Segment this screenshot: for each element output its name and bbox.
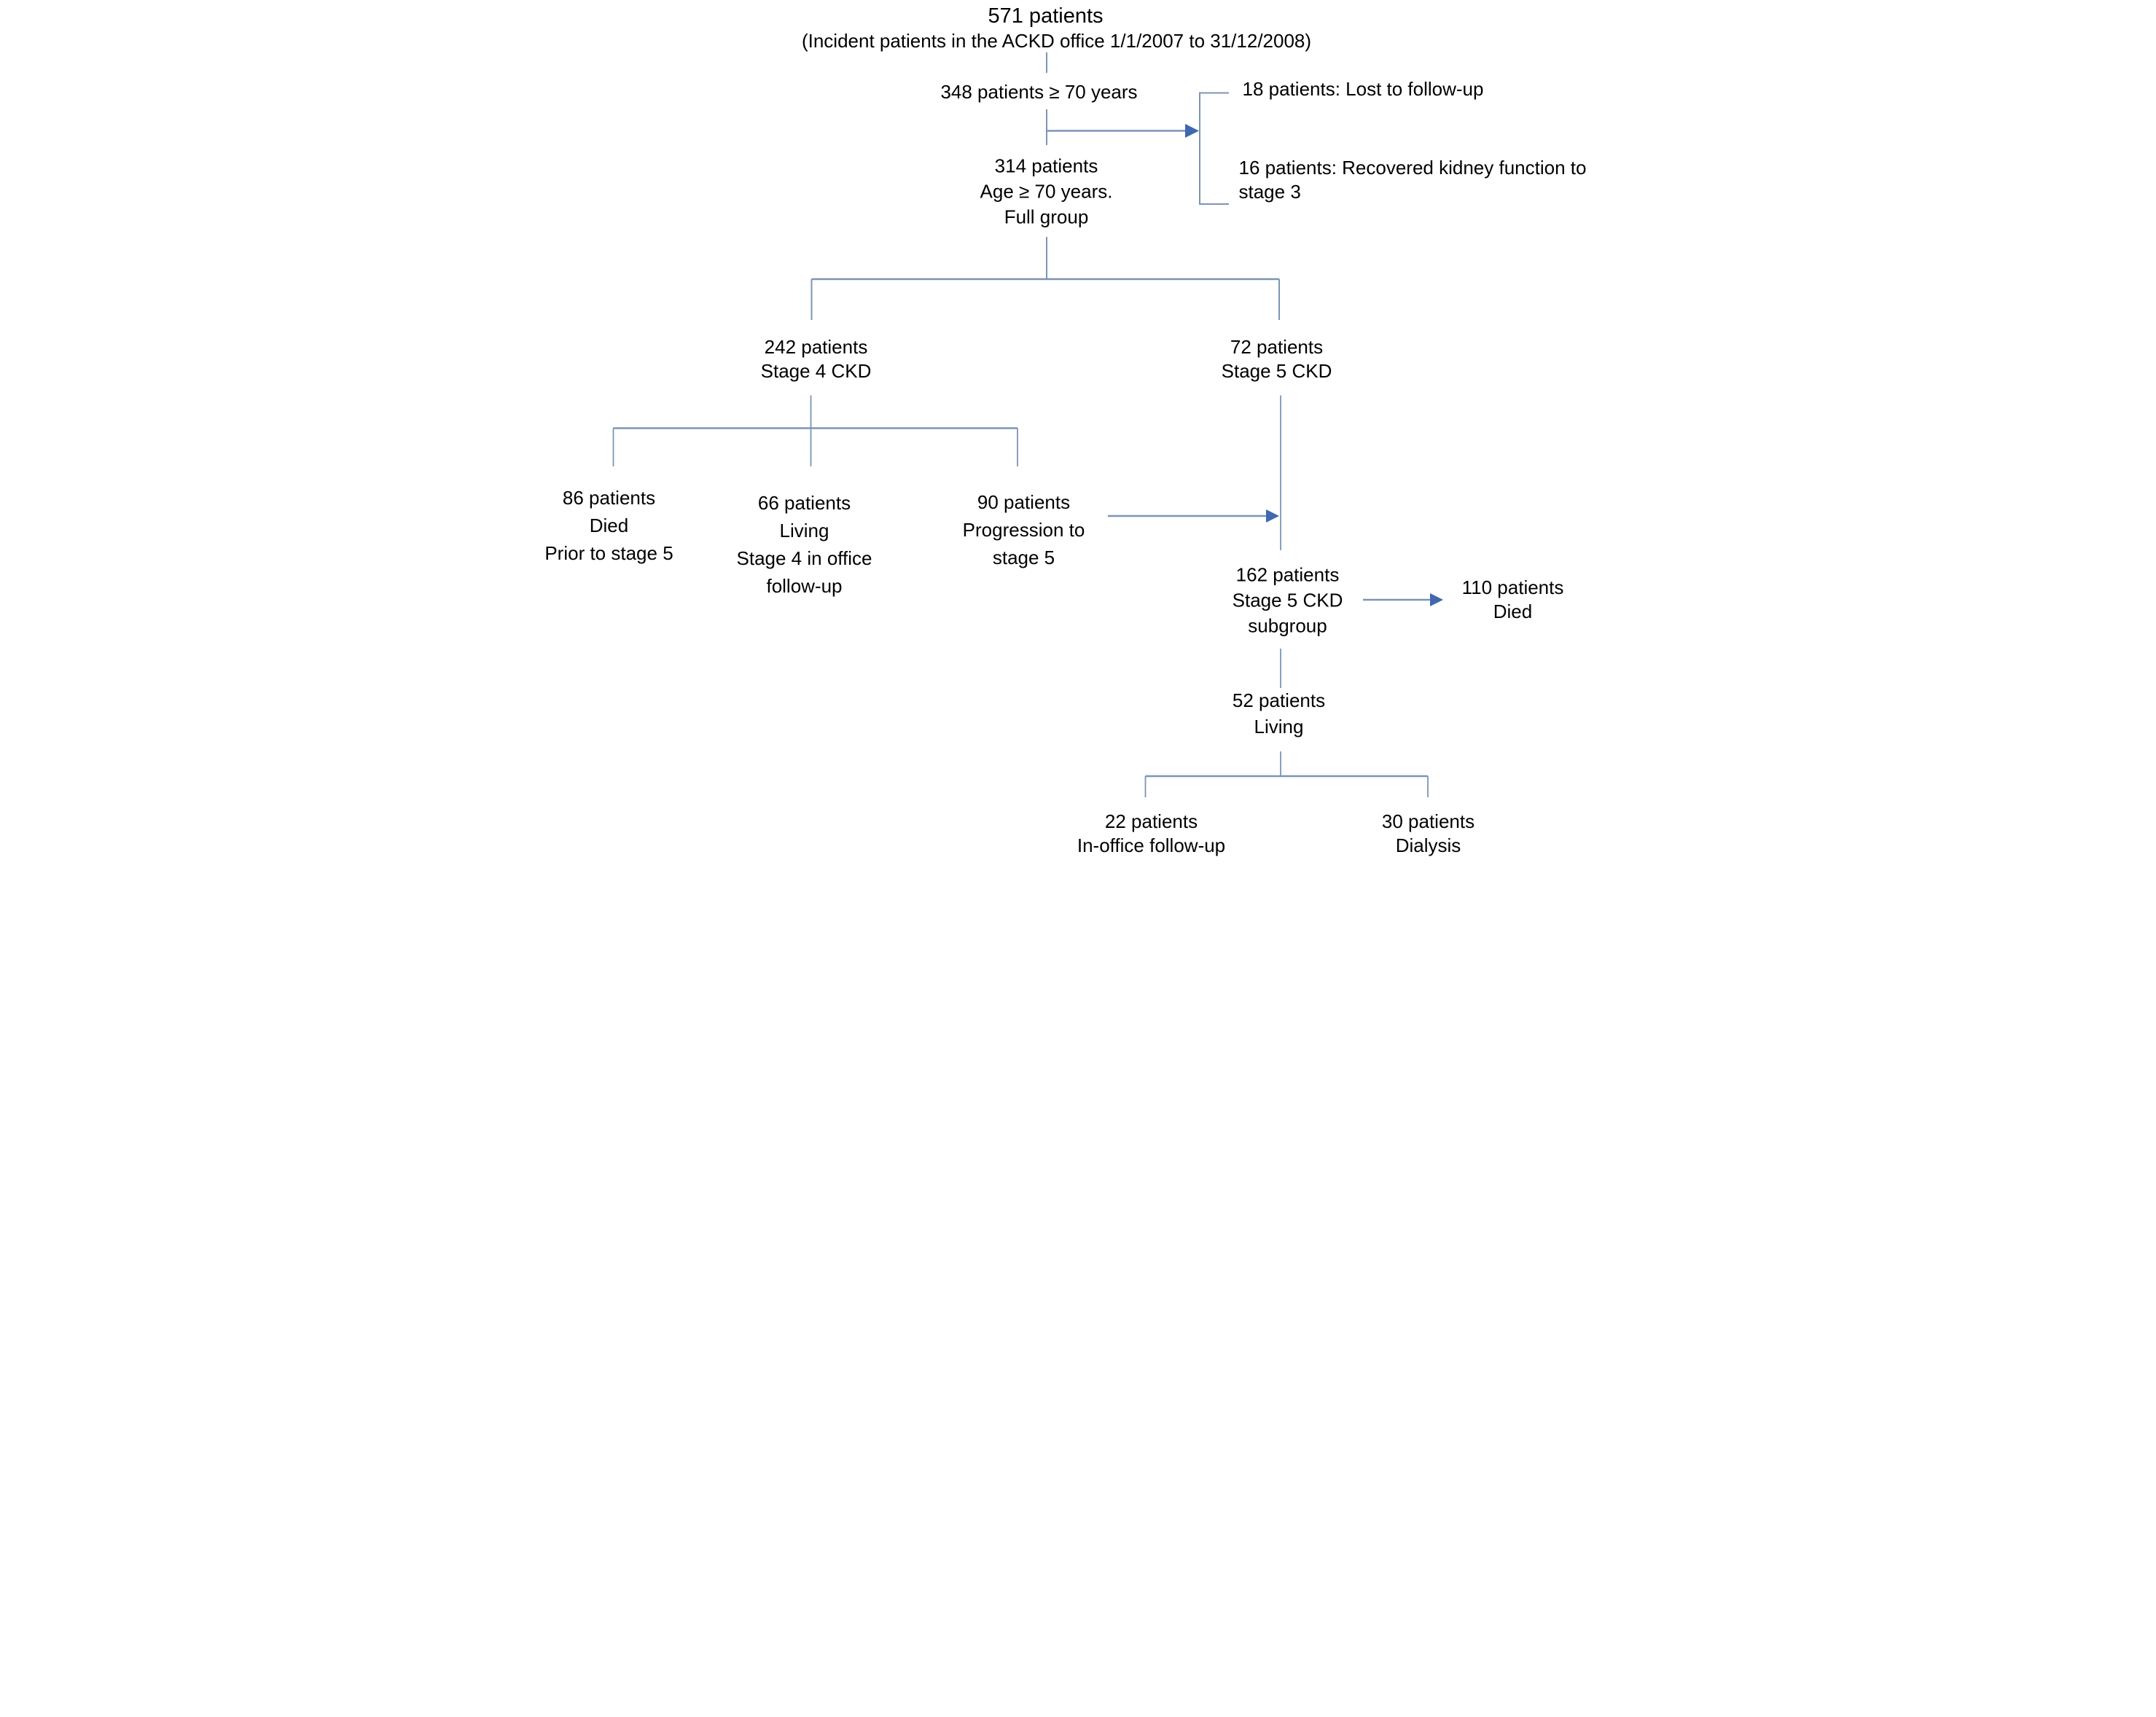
node-label: Died: [1493, 601, 1533, 622]
connector-layer: [612, 52, 1443, 797]
node-label: 52 patients: [1232, 689, 1326, 711]
node-label: stage 5: [992, 547, 1055, 568]
node-label: Dialysis: [1395, 834, 1461, 856]
node-label: 30 patients: [1381, 810, 1475, 832]
node-label: 72 patients: [1230, 336, 1324, 358]
node-label: 314 patients: [994, 155, 1098, 177]
flowchart-canvas: 571 patients (Incident patients in the A…: [539, 0, 1617, 858]
node-571-total: 571 patients: [988, 3, 1103, 29]
node-label: Living: [1254, 716, 1304, 738]
exclusion-arrowhead: [1184, 124, 1199, 138]
node-18-lost-followup: 18 patients: Lost to follow-up: [1243, 77, 1484, 101]
node-52-living: 52 patients Living: [1233, 687, 1325, 740]
node-label: Stage 4 in office: [736, 547, 872, 569]
node-label: 86 patients: [562, 487, 656, 509]
node-86-died-prior: 86 patients Died Prior to stage 5: [544, 484, 673, 567]
node-label: 22 patients: [1104, 810, 1198, 832]
node-label: Living: [779, 520, 829, 541]
node-label: stage 3: [1238, 181, 1301, 203]
node-label: Died: [589, 515, 629, 536]
node-label: Prior to stage 5: [544, 542, 673, 564]
node-90-progression: 90 patients Progression to stage 5: [963, 488, 1085, 571]
node-label: 90 patients: [977, 491, 1071, 513]
node-314-full-group: 314 patients Age ≥ 70 years. Full group: [980, 154, 1113, 230]
exclusion-bracket: [1198, 92, 1229, 205]
node-label: follow-up: [766, 575, 843, 597]
node-label: 162 patients: [1235, 563, 1340, 586]
node-22-inoffice: 22 patients In-office follow-up: [1077, 810, 1225, 858]
node-16-recovered: 16 patients: Recovered kidney function t…: [1239, 156, 1587, 204]
node-110-died: 110 patients Died: [1462, 576, 1564, 624]
node-label: Stage 5 CKD: [1232, 589, 1343, 611]
node-label: Full group: [1004, 206, 1089, 228]
node-242-stage4: 242 patients Stage 4 CKD: [761, 335, 872, 383]
node-label: (Incident patients in the ACKD office 1/…: [801, 30, 1312, 52]
node-66-living-stage4: 66 patients Living Stage 4 in office fol…: [737, 489, 872, 600]
node-label: Progression to: [962, 519, 1085, 541]
node-label: 571 patients: [988, 4, 1104, 28]
node-label: 18 patients: Lost to follow-up: [1242, 78, 1484, 100]
node-label: In-office follow-up: [1077, 834, 1226, 856]
node-label: 348 patients ≥ 70 years: [940, 81, 1138, 103]
node-label: Age ≥ 70 years.: [980, 180, 1113, 203]
node-348-age-filter: 348 patients ≥ 70 years: [940, 79, 1137, 104]
node-label: 110 patients: [1461, 576, 1564, 598]
node-label: Stage 4 CKD: [760, 360, 872, 382]
node-label: 242 patients: [764, 336, 868, 358]
node-label: 66 patients: [757, 492, 851, 514]
node-72-stage5: 72 patients Stage 5 CKD: [1222, 335, 1332, 383]
node-label: subgroup: [1248, 614, 1327, 637]
died-arrowhead: [1429, 593, 1443, 606]
progression-arrowhead: [1265, 509, 1279, 523]
node-162-stage5-subgroup: 162 patients Stage 5 CKD subgroup: [1233, 563, 1343, 639]
node-571-subtitle: (Incident patients in the ACKD office 1/…: [802, 28, 1311, 53]
node-label: 16 patients: Recovered kidney function t…: [1238, 157, 1587, 179]
node-30-dialysis: 30 patients Dialysis: [1382, 810, 1475, 858]
node-label: Stage 5 CKD: [1221, 360, 1332, 382]
